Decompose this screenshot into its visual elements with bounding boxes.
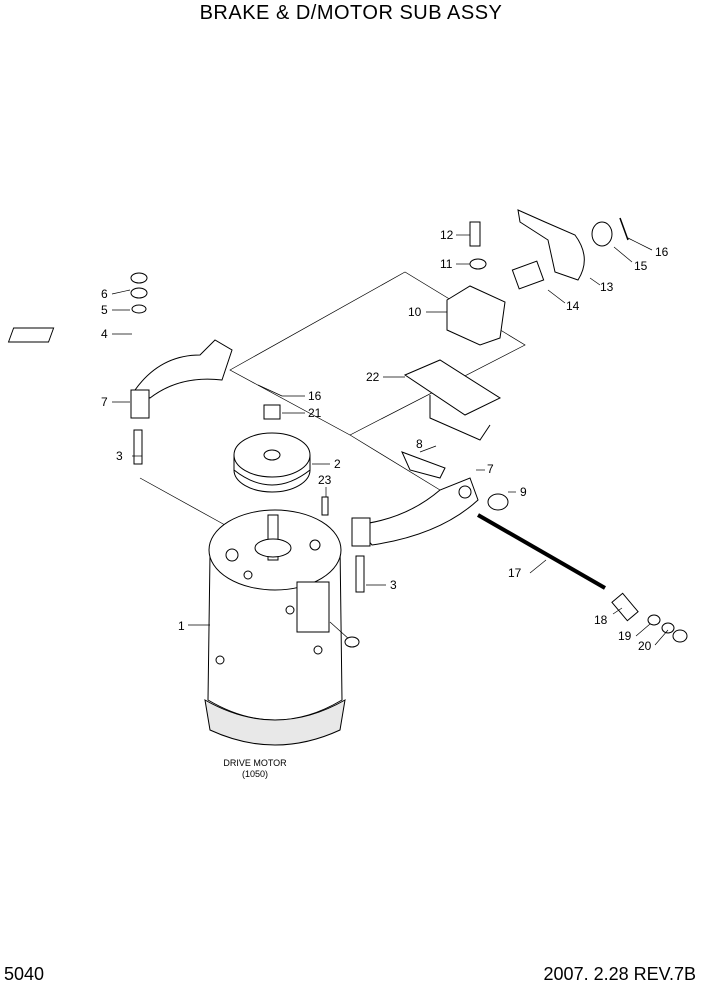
callout-19: 19 — [618, 629, 632, 643]
page-title: BRAKE & D/MOTOR SUB ASSY — [199, 2, 503, 24]
callout-14: 14 — [566, 299, 580, 313]
actuator-block — [446, 209, 629, 346]
nut-20a — [661, 622, 675, 634]
callout-18: 18 — [594, 613, 608, 627]
callout-16a: 16 — [308, 389, 322, 403]
callout-15: 15 — [634, 259, 648, 273]
callout-23: 23 — [318, 473, 332, 487]
motor-caption-line1: DRIVE MOTOR — [223, 758, 287, 768]
pin-23 — [321, 496, 329, 516]
washer-19 — [647, 614, 661, 626]
callout-leaders — [111, 234, 669, 646]
callout-9: 9 — [520, 485, 527, 499]
castle-nut — [263, 404, 281, 420]
bracket-22 — [403, 359, 502, 441]
callout-3a: 3 — [116, 449, 123, 463]
callout-16b: 16 — [655, 245, 669, 259]
motor-caption-line2: (1050) — [242, 769, 268, 779]
nut-9 — [487, 493, 509, 511]
left-brake-arm — [7, 272, 233, 465]
callout-6: 6 — [101, 287, 108, 301]
callout-10: 10 — [408, 305, 422, 319]
rod-17 — [477, 513, 606, 590]
callout-11: 11 — [440, 257, 453, 271]
cotter-pin — [257, 384, 283, 397]
callout-12: 12 — [440, 228, 454, 242]
callout-1: 1 — [178, 619, 185, 633]
spring-18 — [611, 592, 639, 622]
callout-5: 5 — [101, 303, 108, 317]
bolt-8 — [401, 451, 446, 479]
callout-8: 8 — [416, 437, 423, 451]
revision-date: 2007. 2.28 REV.7B — [543, 964, 696, 984]
callout-labels: 1 2 3 3 4 5 6 7 7 8 9 10 11 12 13 14 15 … — [101, 228, 669, 653]
callout-17: 17 — [508, 566, 522, 580]
nut-20b — [672, 629, 688, 643]
callout-7a: 7 — [101, 395, 108, 409]
callout-21: 21 — [308, 406, 322, 420]
page-number: 5040 — [4, 964, 45, 984]
callout-7b: 7 — [487, 462, 494, 476]
drive-motor — [204, 509, 360, 746]
brake-drum — [233, 432, 311, 493]
callout-22: 22 — [366, 370, 380, 384]
callout-20: 20 — [638, 639, 652, 653]
right-brake-arm — [351, 477, 479, 593]
callout-4: 4 — [101, 327, 108, 341]
callout-13: 13 — [600, 280, 614, 294]
callout-2: 2 — [334, 457, 341, 471]
callout-3b: 3 — [390, 578, 397, 592]
